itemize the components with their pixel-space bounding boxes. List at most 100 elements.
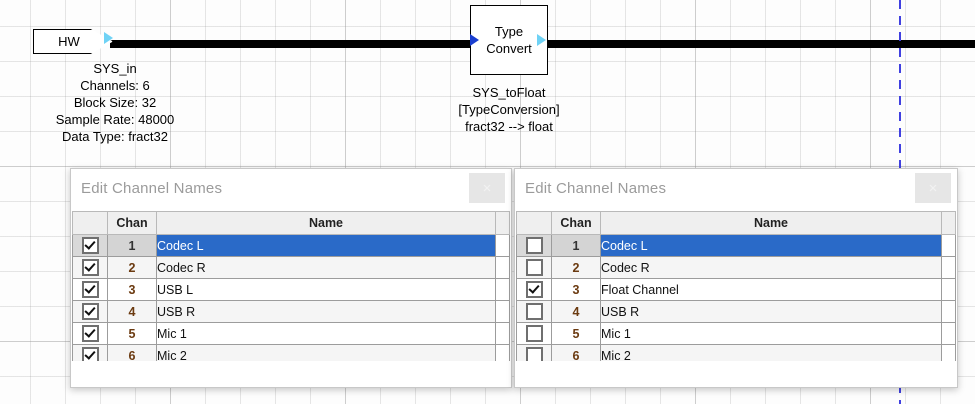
channel-name-cell[interactable]: Mic 2 xyxy=(600,344,942,361)
type-convert-input-port-icon[interactable] xyxy=(470,34,479,46)
column-header-chan[interactable]: Chan xyxy=(107,211,157,235)
hw-property-sample-rate: Sample Rate: 48000 xyxy=(55,112,175,127)
row-checkbox-cell[interactable] xyxy=(516,322,552,345)
channel-name-cell[interactable]: Codec L xyxy=(600,234,942,257)
row-checkbox-cell[interactable] xyxy=(516,344,552,361)
channel-number-cell[interactable]: 5 xyxy=(107,322,157,345)
checkbox-unchecked-icon[interactable] xyxy=(525,303,543,320)
checkbox-checked-icon[interactable] xyxy=(81,259,99,276)
channel-number-cell[interactable]: 3 xyxy=(551,278,601,301)
type-convert-block-shape xyxy=(470,5,548,75)
channel-number-cell[interactable]: 4 xyxy=(551,300,601,323)
channel-name-cell[interactable]: Float Channel xyxy=(600,278,942,301)
column-header-chan[interactable]: Chan xyxy=(551,211,601,235)
signal-wire-hw-to-typeconvert[interactable] xyxy=(110,40,478,48)
row-pad-cell xyxy=(495,256,510,279)
type-convert-conversion: fract32 --> float xyxy=(465,119,553,134)
block-type-convert[interactable]: Type Convert xyxy=(470,5,548,75)
channel-name-cell[interactable]: Mic 2 xyxy=(156,344,496,361)
column-header-pad xyxy=(941,211,956,235)
row-pad-cell xyxy=(941,278,956,301)
row-checkbox-cell[interactable] xyxy=(516,234,552,257)
checkbox-unchecked-icon[interactable] xyxy=(525,237,543,254)
type-convert-title-line2: Convert xyxy=(486,41,532,56)
channel-number-cell[interactable]: 6 xyxy=(551,344,601,361)
channel-name-cell[interactable]: USB L xyxy=(156,278,496,301)
row-pad-cell xyxy=(941,300,956,323)
column-header-name[interactable]: Name xyxy=(156,211,496,235)
channel-name-cell[interactable]: USB R xyxy=(600,300,942,323)
channel-name-cell[interactable]: Mic 1 xyxy=(600,322,942,345)
column-header-pad xyxy=(495,211,510,235)
dialog-titlebar[interactable]: Edit Channel Names × xyxy=(71,169,511,211)
channel-number-cell[interactable]: 2 xyxy=(551,256,601,279)
row-checkbox-cell[interactable] xyxy=(516,300,552,323)
channel-number-cell[interactable]: 3 xyxy=(107,278,157,301)
row-checkbox-cell[interactable] xyxy=(72,234,108,257)
signal-wire-typeconvert-out[interactable] xyxy=(538,40,975,48)
hw-output-port-icon[interactable] xyxy=(104,32,113,44)
checkbox-unchecked-icon[interactable] xyxy=(525,259,543,276)
checkbox-unchecked-icon[interactable] xyxy=(525,347,543,361)
checkbox-unchecked-icon[interactable] xyxy=(525,325,543,342)
checkbox-checked-icon[interactable] xyxy=(81,237,99,254)
channel-number-cell[interactable]: 4 xyxy=(107,300,157,323)
row-checkbox-cell[interactable] xyxy=(72,278,108,301)
row-checkbox-cell[interactable] xyxy=(72,322,108,345)
channel-number-cell[interactable]: 1 xyxy=(107,234,157,257)
checkbox-checked-icon[interactable] xyxy=(81,325,99,342)
type-convert-title-line1: Type xyxy=(494,24,524,39)
checkbox-checked-icon[interactable] xyxy=(81,347,99,361)
column-header-name[interactable]: Name xyxy=(600,211,942,235)
hw-block-title: HW xyxy=(58,34,80,49)
column-header-check[interactable] xyxy=(72,211,108,235)
checkbox-checked-icon[interactable] xyxy=(81,281,99,298)
checkbox-checked-icon[interactable] xyxy=(525,281,543,298)
channel-number-cell[interactable]: 6 xyxy=(107,344,157,361)
row-pad-cell xyxy=(941,256,956,279)
hw-block-name: SYS_in xyxy=(93,61,137,76)
channel-name-cell[interactable]: Mic 1 xyxy=(156,322,496,345)
row-checkbox-cell[interactable] xyxy=(72,344,108,361)
channel-name-cell[interactable]: Codec L xyxy=(156,234,496,257)
channel-number-cell[interactable]: 5 xyxy=(551,322,601,345)
row-checkbox-cell[interactable] xyxy=(516,278,552,301)
row-pad-cell xyxy=(495,322,510,345)
channel-name-cell[interactable]: Codec R xyxy=(156,256,496,279)
row-checkbox-cell[interactable] xyxy=(516,256,552,279)
channel-name-cell[interactable]: Codec R xyxy=(600,256,942,279)
type-convert-output-port-icon[interactable] xyxy=(537,34,546,46)
channel-name-cell[interactable]: USB R xyxy=(156,300,496,323)
checkbox-checked-icon[interactable] xyxy=(81,303,99,320)
hw-property-data-type: Data Type: fract32 xyxy=(62,129,168,144)
channel-number-cell[interactable]: 1 xyxy=(551,234,601,257)
dialog-title: Edit Channel Names xyxy=(525,180,667,197)
channel-number-cell[interactable]: 2 xyxy=(107,256,157,279)
column-header-check[interactable] xyxy=(516,211,552,235)
row-pad-cell xyxy=(495,278,510,301)
block-hw[interactable]: HW xyxy=(33,29,113,54)
dialog-titlebar[interactable]: Edit Channel Names × xyxy=(515,169,957,211)
row-checkbox-cell[interactable] xyxy=(72,256,108,279)
close-icon[interactable]: × xyxy=(915,173,951,203)
row-checkbox-cell[interactable] xyxy=(72,300,108,323)
close-icon[interactable]: × xyxy=(469,173,505,203)
